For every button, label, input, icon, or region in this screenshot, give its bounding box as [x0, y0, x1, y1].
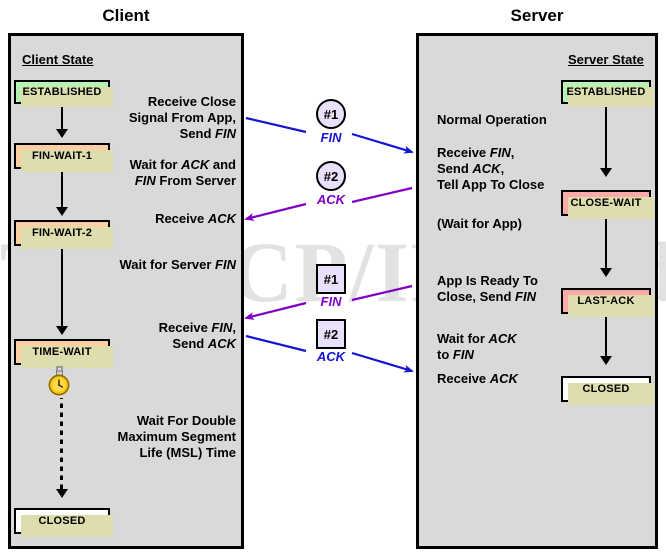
arrow-fin-3-segment-b	[244, 301, 307, 320]
client-note-wait-double-msl: Wait For Double Maximum Segment Life (MS…	[96, 413, 236, 461]
message-badge-1-fin[interactable]: #1	[316, 99, 346, 129]
server-connector-3-arrowhead	[600, 356, 612, 365]
client-note-6-line-3: Life (MSL) Time	[139, 445, 236, 460]
client-note-receive-close-signal: Receive Close Signal From App, Send FIN	[110, 94, 236, 142]
client-connector-1-arrowhead	[56, 129, 68, 138]
client-connector-2	[61, 171, 63, 209]
client-connector-4-arrowhead	[56, 489, 68, 498]
server-connector-2-arrowhead	[600, 268, 612, 277]
server-connector-2	[605, 218, 607, 270]
client-note-4-line-1: Wait for Server FIN	[119, 257, 236, 272]
server-note-3-line-1: (Wait for App)	[437, 216, 522, 231]
pocket-watch-icon	[44, 366, 76, 403]
arrow-ack-4-segment-a	[245, 334, 307, 353]
server-note-normal-operation: Normal Operation	[437, 112, 587, 128]
server-note-1-line-1: Normal Operation	[437, 112, 547, 127]
client-note-1-line-2: Signal From App,	[128, 110, 236, 125]
server-note-receive-fin-send-ack: Receive FIN, Send ACK, Tell App To Close	[437, 145, 597, 193]
client-connector-2-arrowhead	[56, 207, 68, 216]
server-note-wait-for-ack-to-fin: Wait for ACK to FIN	[437, 331, 587, 363]
server-note-5-line-2: to FIN	[437, 347, 474, 362]
server-state-last-ack[interactable]: LAST-ACK	[561, 288, 654, 317]
client-connector-3-arrowhead	[56, 326, 68, 335]
client-note-5-line-2: Send ACK	[172, 336, 236, 351]
client-connector-4-dotted	[60, 398, 63, 490]
message-badge-3-fin[interactable]: #1	[316, 264, 346, 294]
client-note-6-line-1: Wait For Double	[136, 413, 236, 428]
client-note-wait-for-ack-fin: Wait for ACK and FIN From Server	[104, 157, 236, 189]
message-label-2-ack: ACK	[316, 192, 346, 207]
server-column-title: Server	[510, 6, 564, 25]
arrow-fin-1-segment-a	[245, 116, 307, 134]
client-state-fin-wait-2[interactable]: FIN-WAIT-2	[14, 220, 113, 249]
server-note-2-line-1: Receive FIN,	[437, 145, 515, 160]
message-badge-2-ack[interactable]: #2	[316, 161, 346, 191]
client-note-5-line-1: Receive FIN,	[158, 320, 236, 335]
client-note-2-line-2: FIN From Server	[134, 173, 236, 188]
client-state-heading: Client State	[22, 52, 94, 67]
server-note-4-line-1: App Is Ready To	[437, 273, 538, 288]
client-state-time-wait[interactable]: TIME-WAIT	[14, 339, 113, 368]
arrow-fin-1-segment-b	[351, 132, 414, 154]
client-note-receive-fin-send-ack: Receive FIN, Send ACK	[110, 320, 236, 352]
server-note-5-line-1: Wait for ACK	[437, 331, 517, 346]
arrow-fin-3-segment-a	[351, 284, 413, 302]
message-badge-4-ack[interactable]: #2	[316, 319, 346, 349]
client-connector-1	[61, 106, 63, 131]
server-note-2-line-3: Tell App To Close	[437, 177, 545, 192]
arrow-ack-4-segment-b	[351, 351, 414, 373]
arrow-ack-2-segment-a	[351, 186, 413, 204]
message-label-4-ack: ACK	[316, 349, 346, 364]
server-note-4-line-2: Close, Send FIN	[437, 289, 536, 304]
message-label-3-fin: FIN	[320, 294, 342, 309]
server-connector-1-arrowhead	[600, 168, 612, 177]
client-note-6-line-2: Maximum Segment	[117, 429, 236, 444]
client-note-1-line-1: Receive Close	[147, 94, 236, 109]
client-state-closed[interactable]: CLOSED	[14, 508, 113, 537]
client-note-receive-ack: Receive ACK	[110, 211, 236, 227]
server-note-app-ready-to-close: App Is Ready To Close, Send FIN	[437, 273, 587, 305]
server-state-established[interactable]: ESTABLISHED	[561, 80, 654, 107]
client-panel	[8, 33, 244, 549]
client-note-wait-for-server-fin: Wait for Server FIN	[96, 257, 236, 273]
client-state-established[interactable]: ESTABLISHED	[14, 80, 113, 107]
server-note-receive-ack: Receive ACK	[437, 371, 587, 387]
client-column-title: Client	[102, 6, 150, 25]
client-note-3-line-1: Receive ACK	[155, 211, 236, 226]
server-note-2-line-2: Send ACK,	[437, 161, 505, 176]
client-note-1-line-3: Send FIN	[179, 126, 236, 141]
server-state-close-wait[interactable]: CLOSE-WAIT	[561, 190, 654, 219]
server-connector-3	[605, 316, 607, 358]
server-state-closed[interactable]: CLOSED	[561, 376, 654, 405]
client-note-2-line-1: Wait for ACK and	[129, 157, 236, 172]
client-connector-3	[61, 248, 63, 328]
server-note-6-line-1: Receive ACK	[437, 371, 518, 386]
server-note-wait-for-app: (Wait for App)	[437, 216, 587, 232]
client-state-fin-wait-1[interactable]: FIN-WAIT-1	[14, 143, 113, 172]
server-connector-1	[605, 106, 607, 170]
message-label-1-fin: FIN	[320, 130, 342, 145]
arrow-ack-2-segment-b	[244, 202, 307, 221]
server-state-heading: Server State	[568, 52, 644, 67]
